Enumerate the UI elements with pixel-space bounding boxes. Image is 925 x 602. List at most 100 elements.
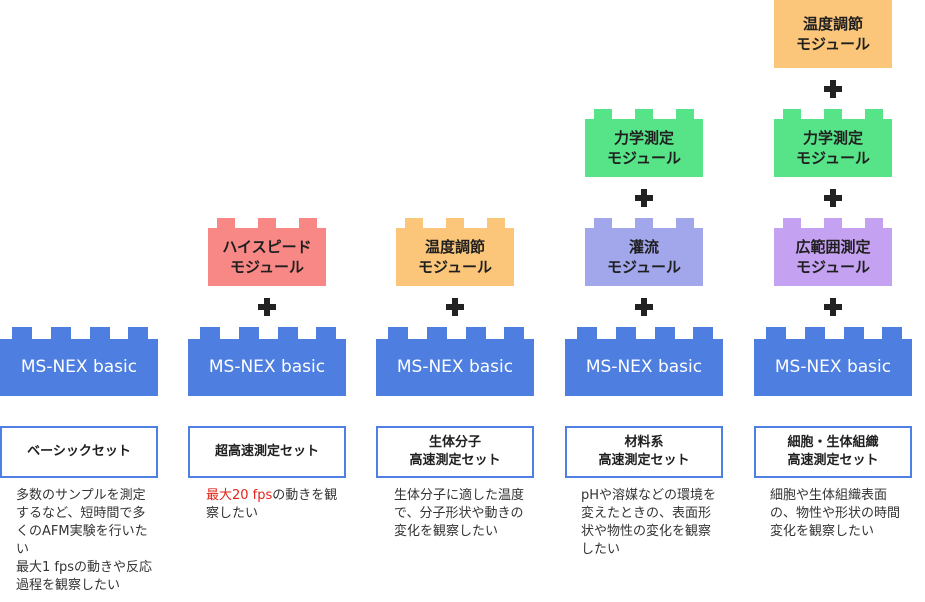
block-stud [865, 218, 883, 228]
set-name-line: 材料系 [624, 435, 664, 450]
block-stud [446, 218, 464, 228]
set-name: ベーシックセット [27, 444, 131, 459]
block-stud [824, 109, 842, 119]
plus-icon [634, 297, 654, 317]
set-description: 生体分子に適した温度で、分子形状や動きの変化を観察したい [394, 487, 530, 541]
module-label-line: 広範囲測定 [795, 238, 871, 256]
base-block: MS-NEX basic [376, 327, 534, 396]
block-stud [844, 327, 864, 339]
block-stud [676, 109, 694, 119]
set-column-biomolecule: 温度調節 モジュール MS-NEX basic 生体分子 高速測定セット 生体分… [376, 0, 534, 602]
set-name-line: 高速測定セット [409, 453, 501, 468]
plus-icon [823, 188, 843, 208]
set-name-box: 生体分子 高速測定セット [376, 426, 534, 478]
block-stud [316, 327, 336, 339]
block-stud [427, 327, 447, 339]
block-stud [577, 327, 597, 339]
block-stud [90, 327, 110, 339]
module-label-line: モジュール [230, 258, 304, 276]
block-stud [783, 109, 801, 119]
description-highlight: 最大20 fps [206, 488, 273, 503]
block-stud [655, 327, 675, 339]
module-label-line: 温度調節 [424, 238, 485, 256]
module-label-line: モジュール [607, 258, 681, 276]
block-stud [504, 327, 524, 339]
set-name-box: 超高速測定セット [188, 426, 346, 478]
block-stud [676, 218, 694, 228]
set-column-materials: 力学測定 モジュール 灌流 モジュール MS-NEX basic 材料系 高速測… [565, 0, 723, 602]
module-label-line: 灌流 [628, 238, 659, 256]
set-name-line: 生体分子 [428, 435, 481, 450]
plus-icon [634, 188, 654, 208]
module-block-temperature: 温度調節 モジュール [396, 218, 514, 286]
block-stud [239, 327, 259, 339]
block-stud [594, 218, 612, 228]
base-block: MS-NEX basic [188, 327, 346, 396]
block-stud [388, 327, 408, 339]
block-stud [405, 218, 423, 228]
description-line: の動きを観察したい [206, 488, 338, 521]
module-label-line: モジュール [796, 258, 870, 276]
block-stud [594, 109, 612, 119]
base-label: MS-NEX basic [208, 357, 326, 377]
block-stud [766, 327, 786, 339]
set-description: 細胞や生体組織表面の、物性や形状の時間変化を観察したい [770, 487, 906, 541]
module-label-line: モジュール [796, 35, 870, 53]
set-column-cell-tissue: 温度調節 モジュール 力学測定 モジュール 広範囲測定 モジュール MS-NEX… [754, 0, 912, 602]
block-stud [635, 109, 653, 119]
set-description: 多数のサンプルを測定するなど、短時間で多くのAFM実験を行いたい 最大1 fps… [16, 487, 152, 595]
block-stud [466, 327, 486, 339]
description-line: 最大1 fpsの動きや反応過程を観察したい [16, 560, 153, 593]
base-block: MS-NEX basic [565, 327, 723, 396]
plus-icon [823, 79, 843, 99]
base-label: MS-NEX basic [20, 357, 138, 377]
description-line: pHや溶媒などの環境を変えたときの、表面形状や物性の変化を観察したい [581, 488, 717, 557]
base-label: MS-NEX basic [774, 357, 892, 377]
set-name-line: 高速測定セット [787, 453, 879, 468]
module-label-line: 温度調節 [802, 15, 863, 33]
set-name-line: 高速測定セット [598, 453, 690, 468]
plus-icon [257, 297, 277, 317]
block-stud [487, 218, 505, 228]
plus-icon [823, 297, 843, 317]
description-line: 細胞や生体組織表面の、物性や形状の時間変化を観察したい [770, 488, 901, 539]
module-block-perfusion: 灌流 モジュール [585, 218, 703, 286]
module-block-high-speed: ハイスピード モジュール [208, 218, 326, 286]
module-label-line: ハイスピード [222, 238, 312, 256]
module-label-line: 力学測定 [613, 129, 674, 147]
module-label-line: モジュール [607, 149, 681, 167]
block-stud [278, 327, 298, 339]
block-stud [783, 218, 801, 228]
block-stud [882, 327, 902, 339]
set-description: pHや溶媒などの環境を変えたときの、表面形状や物性の変化を観察したい [581, 487, 717, 559]
module-block-temperature: 温度調節 モジュール [774, 0, 892, 68]
set-column-high-speed: ハイスピード モジュール MS-NEX basic 超高速測定セット 最大20 … [188, 0, 346, 602]
block-stud [258, 218, 276, 228]
set-name-box: 材料系 高速測定セット [565, 426, 723, 478]
block-stud [128, 327, 148, 339]
plus-icon [445, 297, 465, 317]
block-stud [200, 327, 220, 339]
module-label-line: モジュール [418, 258, 492, 276]
set-column-basic: MS-NEX basic ベーシックセット 多数のサンプルを測定するなど、短時間… [0, 0, 158, 602]
module-label-line: モジュール [796, 149, 870, 167]
set-name-line: 細胞・生体組織 [787, 435, 879, 450]
set-name-box: 細胞・生体組織 高速測定セット [754, 426, 912, 478]
block-stud [217, 218, 235, 228]
block-stud [693, 327, 713, 339]
module-block-mechanical: 力学測定 モジュール [774, 109, 892, 177]
base-label: MS-NEX basic [396, 357, 514, 377]
block-stud [865, 109, 883, 119]
base-block: MS-NEX basic [754, 327, 912, 396]
block-stud [12, 327, 32, 339]
module-label-line: 力学測定 [802, 129, 863, 147]
set-name: 超高速測定セット [214, 444, 319, 459]
set-name-box: ベーシックセット [0, 426, 158, 478]
block-stud [299, 218, 317, 228]
block-stud [616, 327, 636, 339]
base-block: MS-NEX basic [0, 327, 158, 396]
description-line: 多数のサンプルを測定するなど、短時間で多くのAFM実験を行いたい [16, 488, 148, 557]
block-stud [805, 327, 825, 339]
base-label: MS-NEX basic [585, 357, 703, 377]
description-line: 生体分子に適した温度で、分子形状や動きの変化を観察したい [394, 488, 525, 539]
